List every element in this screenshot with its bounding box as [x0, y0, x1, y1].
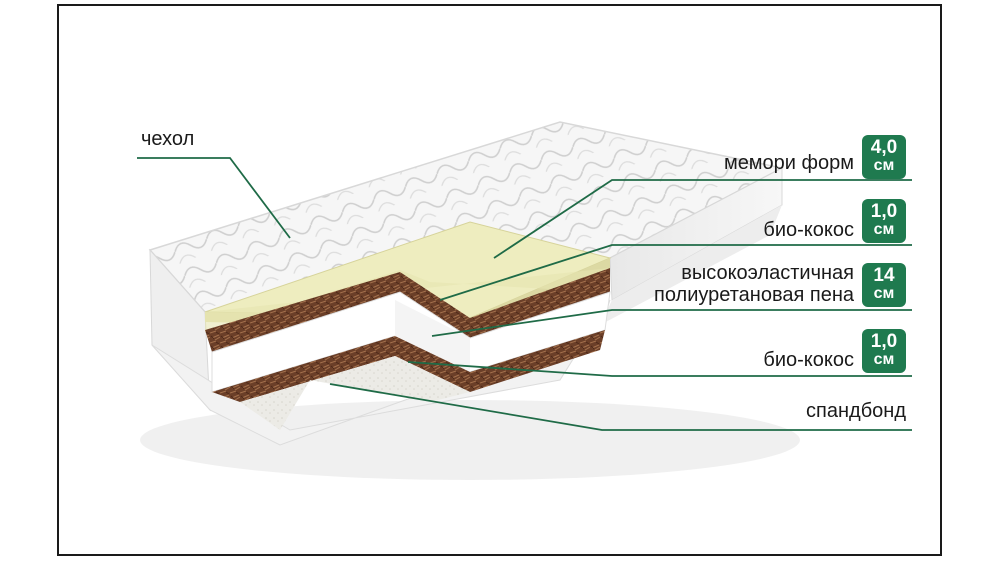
badge-hr-foam-value: 14	[873, 265, 895, 286]
mattress-shadow	[140, 400, 800, 480]
leader-cover	[137, 157, 291, 239]
badge-bio-coir-top-unit: см	[873, 221, 895, 238]
badge-bio-coir-bottom-unit: см	[873, 351, 895, 368]
leader-memory-foam	[493, 179, 912, 259]
leader-hr-foam	[431, 309, 912, 337]
badge-bio-coir-top: 1,0 см	[862, 199, 906, 243]
leader-spunbond	[329, 383, 912, 431]
badge-memory-foam-value: 4,0	[870, 137, 898, 158]
leader-bio-coir-top	[439, 244, 912, 301]
badge-hr-foam: 14 см	[862, 263, 906, 307]
bio-coir-bottom-layer	[212, 330, 605, 402]
badge-memory-foam-unit: см	[873, 157, 895, 174]
label-memory-foam: мемори форм	[723, 152, 854, 174]
badge-bio-coir-bottom: 1,0 см	[862, 329, 906, 373]
label-cover: чехол	[141, 128, 195, 150]
label-hr-foam-line1: высокоэластичная	[681, 262, 854, 284]
badge-bio-coir-top-value: 1,0	[870, 201, 898, 222]
label-spunbond: спандбонд	[806, 400, 906, 422]
label-bio-coir-top: био-кокос	[763, 219, 854, 241]
badge-hr-foam-unit: см	[873, 285, 895, 302]
label-hr-foam-line2: полиуретановая пена	[654, 284, 854, 306]
label-bio-coir-bottom: био-кокос	[763, 349, 854, 371]
badge-memory-foam: 4,0 см	[862, 135, 906, 179]
badge-bio-coir-bottom-value: 1,0	[870, 331, 898, 352]
spunbond-layer	[240, 356, 470, 430]
bio-coir-top-layer	[205, 268, 610, 352]
leader-bio-coir-bottom	[407, 361, 912, 377]
